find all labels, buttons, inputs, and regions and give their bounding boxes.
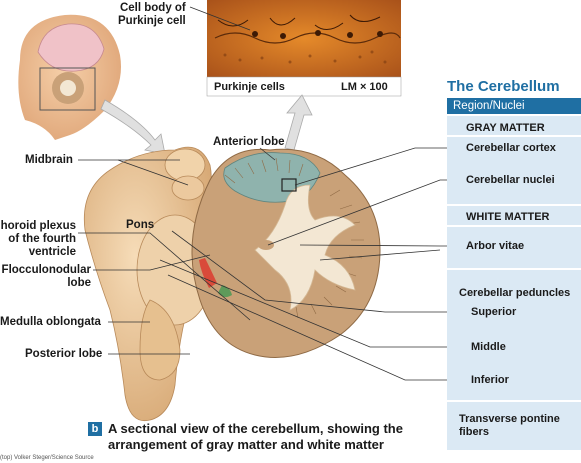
- white-matter-heading: WHITE MATTER: [466, 211, 550, 223]
- row-inferior: Inferior: [471, 374, 509, 386]
- head-inset: [18, 14, 122, 140]
- label-pons: Pons: [126, 219, 155, 231]
- photo-magnification: LM × 100: [341, 81, 388, 93]
- row-superior: Superior: [471, 306, 517, 318]
- photo-arrow: [284, 94, 313, 151]
- table-separator: [447, 135, 581, 137]
- label-choroid-plexus: horoid plexus of the fourth ventricle: [0, 220, 76, 258]
- table-header: Region/Nuclei: [447, 98, 581, 114]
- label-anterior-lobe: Anterior lobe: [213, 136, 285, 148]
- purkinje-micrograph: [206, 0, 402, 97]
- caption-badge: b: [88, 422, 102, 436]
- white-matter-band: [447, 206, 581, 268]
- label-flocculonodular-lobe: Flocculonodular lobe: [1, 264, 91, 289]
- row-cerebellar-cortex: Cerebellar cortex: [466, 142, 556, 154]
- label-medulla-oblongata: Medulla oblongata: [0, 316, 101, 328]
- brainstem: [83, 146, 214, 422]
- figure-caption: b A sectional view of the cerebellum, sho…: [88, 421, 403, 453]
- peduncles-band: [447, 270, 581, 400]
- transverse-band: [447, 402, 581, 450]
- row-cerebellar-peduncles: Cerebellar peduncles: [459, 287, 571, 299]
- inset-arrow: [100, 99, 166, 155]
- photo-credit: (top) Volker Steger/Science Source: [0, 455, 94, 461]
- row-cerebellar-nuclei: Cerebellar nuclei: [466, 174, 555, 186]
- photo-caption-left: Purkinje cells: [214, 81, 285, 93]
- row-arbor-vitae: Arbor vitae: [466, 240, 525, 252]
- row-middle: Middle: [471, 341, 506, 353]
- gray-matter-band: [447, 116, 581, 204]
- label-posterior-lobe: Posterior lobe: [25, 348, 103, 360]
- row-transverse-pontine-fibers: Transverse pontine fibers: [459, 413, 560, 438]
- gray-matter-heading: GRAY MATTER: [466, 122, 545, 134]
- purkinje-leader-line: [189, 6, 251, 31]
- purkinje-cell-body-label: Cell body of Purkinje cell: [118, 2, 186, 27]
- table-separator: [447, 225, 581, 227]
- caption-text: A sectional view of the cerebellum, show…: [108, 421, 403, 452]
- table-title: The Cerebellum: [447, 78, 560, 95]
- label-midbrain: Midbrain: [25, 154, 73, 166]
- cerebellum-section: [191, 148, 381, 358]
